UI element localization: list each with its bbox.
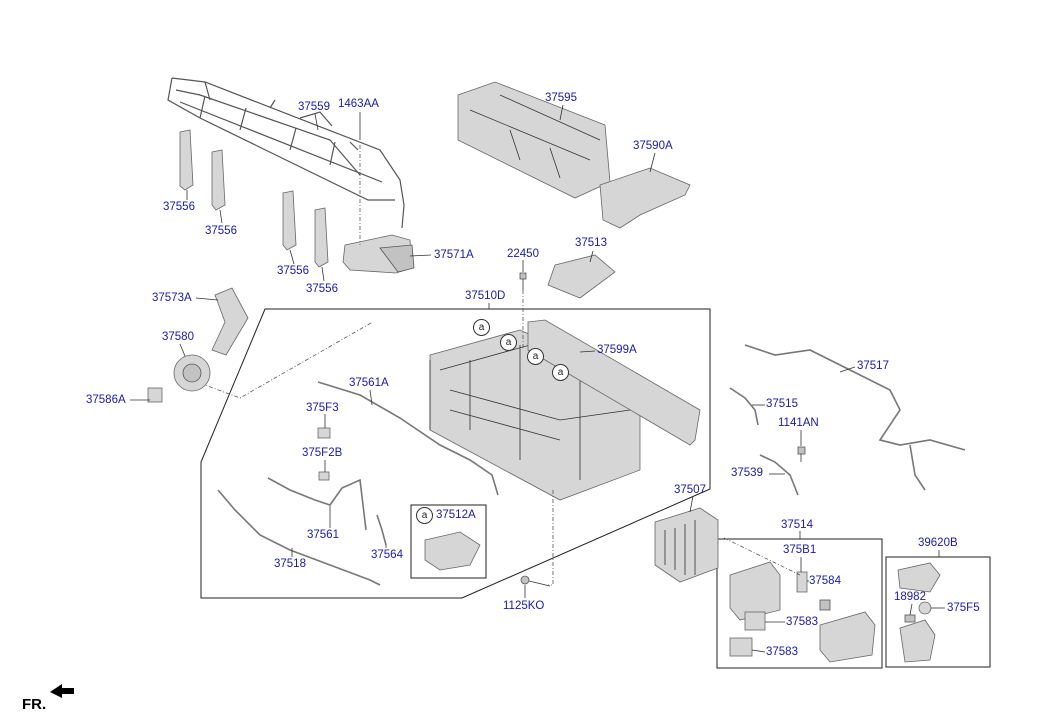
cover-39620B [897, 562, 941, 593]
label-37559[interactable]: 37559 [298, 101, 330, 113]
callout-a-4: a [552, 364, 569, 381]
duct-37573A [211, 287, 249, 356]
label-37561A[interactable]: 37561A [349, 377, 389, 389]
cover-37590A [599, 167, 691, 229]
harness-37518 [217, 489, 381, 586]
label-37515[interactable]: 37515 [766, 398, 798, 410]
callout-a-1: a [473, 319, 490, 336]
label-37556-d[interactable]: 37556 [306, 283, 338, 295]
relay-37584b [819, 599, 831, 611]
connector-375F2B [318, 471, 330, 481]
fan-37580 [173, 354, 211, 392]
label-22450[interactable]: 22450 [507, 248, 539, 260]
label-375F2B[interactable]: 375F2B [302, 447, 343, 459]
label-39620B[interactable]: 39620B [918, 537, 958, 549]
label-18982[interactable]: 18982 [894, 591, 926, 603]
callout-a-inset: a [416, 507, 433, 524]
harness-37517 [744, 344, 966, 491]
label-37507[interactable]: 37507 [674, 484, 706, 496]
label-37583-b[interactable]: 37583 [766, 646, 798, 658]
harness-37561 [267, 477, 367, 531]
label-37517[interactable]: 37517 [857, 360, 889, 372]
label-1141AN[interactable]: 1141AN [778, 417, 819, 429]
leader-lines [130, 104, 945, 653]
duct-37571A [342, 234, 415, 274]
cover-37595 [457, 81, 611, 199]
label-375F5[interactable]: 375F5 [947, 602, 980, 614]
module-37512A [424, 531, 481, 571]
cover-37599A [527, 319, 701, 446]
clip-18982 [904, 614, 916, 623]
relay-37583-b [729, 637, 753, 657]
harness-37564 [376, 514, 387, 546]
callout-a-3: a [527, 348, 544, 365]
bolt-22450 [519, 272, 527, 290]
front-direction-label: FR. [22, 696, 47, 713]
bracket-frame-37559 [167, 77, 405, 229]
label-37583-a[interactable]: 37583 [786, 616, 818, 628]
callout-a-2: a [500, 334, 517, 351]
label-375B1[interactable]: 375B1 [783, 544, 817, 556]
label-37556-a[interactable]: 37556 [163, 201, 195, 213]
connection-lines [204, 145, 801, 586]
label-37586A[interactable]: 37586A [86, 394, 126, 406]
label-37573A[interactable]: 37573A [152, 292, 192, 304]
relay-37583-a [744, 611, 766, 631]
unit-39620B [899, 619, 936, 663]
assembly-frame [200, 308, 711, 599]
front-direction-arrow-icon [50, 684, 74, 698]
label-37539[interactable]: 37539 [731, 467, 763, 479]
group-box-37514 [716, 538, 883, 669]
label-37580[interactable]: 37580 [162, 331, 194, 343]
label-1463AA[interactable]: 1463AA [338, 98, 379, 110]
inset-box-37512A [410, 504, 487, 579]
label-37556-b[interactable]: 37556 [205, 225, 237, 237]
label-37556-c[interactable]: 37556 [277, 265, 309, 277]
label-1125KO[interactable]: 1125KO [503, 600, 545, 612]
harness-37561A [317, 381, 499, 496]
label-37512A[interactable]: 37512A [436, 509, 476, 521]
harness-37515 [729, 387, 759, 426]
label-37599A[interactable]: 37599A [597, 344, 637, 356]
label-375F3[interactable]: 375F3 [306, 402, 339, 414]
module-37513 [547, 254, 616, 299]
harness-37539 [759, 454, 799, 496]
label-37561[interactable]: 37561 [307, 529, 339, 541]
label-37514[interactable]: 37514 [781, 519, 813, 531]
connector-375F3 [317, 427, 331, 439]
label-37595[interactable]: 37595 [545, 92, 577, 104]
label-37513[interactable]: 37513 [575, 237, 607, 249]
group-box-39620B [885, 556, 991, 668]
label-37510D[interactable]: 37510D [465, 290, 506, 302]
label-37584[interactable]: 37584 [809, 575, 841, 587]
junction-block-37514 [819, 611, 876, 663]
fuse-37584 [796, 571, 808, 593]
bolt-1125KO [520, 575, 551, 587]
label-37590A[interactable]: 37590A [633, 140, 673, 152]
bolt-1141AN [797, 446, 806, 462]
label-37518[interactable]: 37518 [274, 558, 306, 570]
bracket-37556-parts [179, 129, 329, 268]
junction-box-375B1 [729, 561, 781, 621]
label-37571A[interactable]: 37571A [434, 249, 474, 261]
sensor-37586A [147, 387, 163, 403]
label-37564[interactable]: 37564 [371, 549, 403, 561]
unit-37507 [654, 507, 719, 583]
